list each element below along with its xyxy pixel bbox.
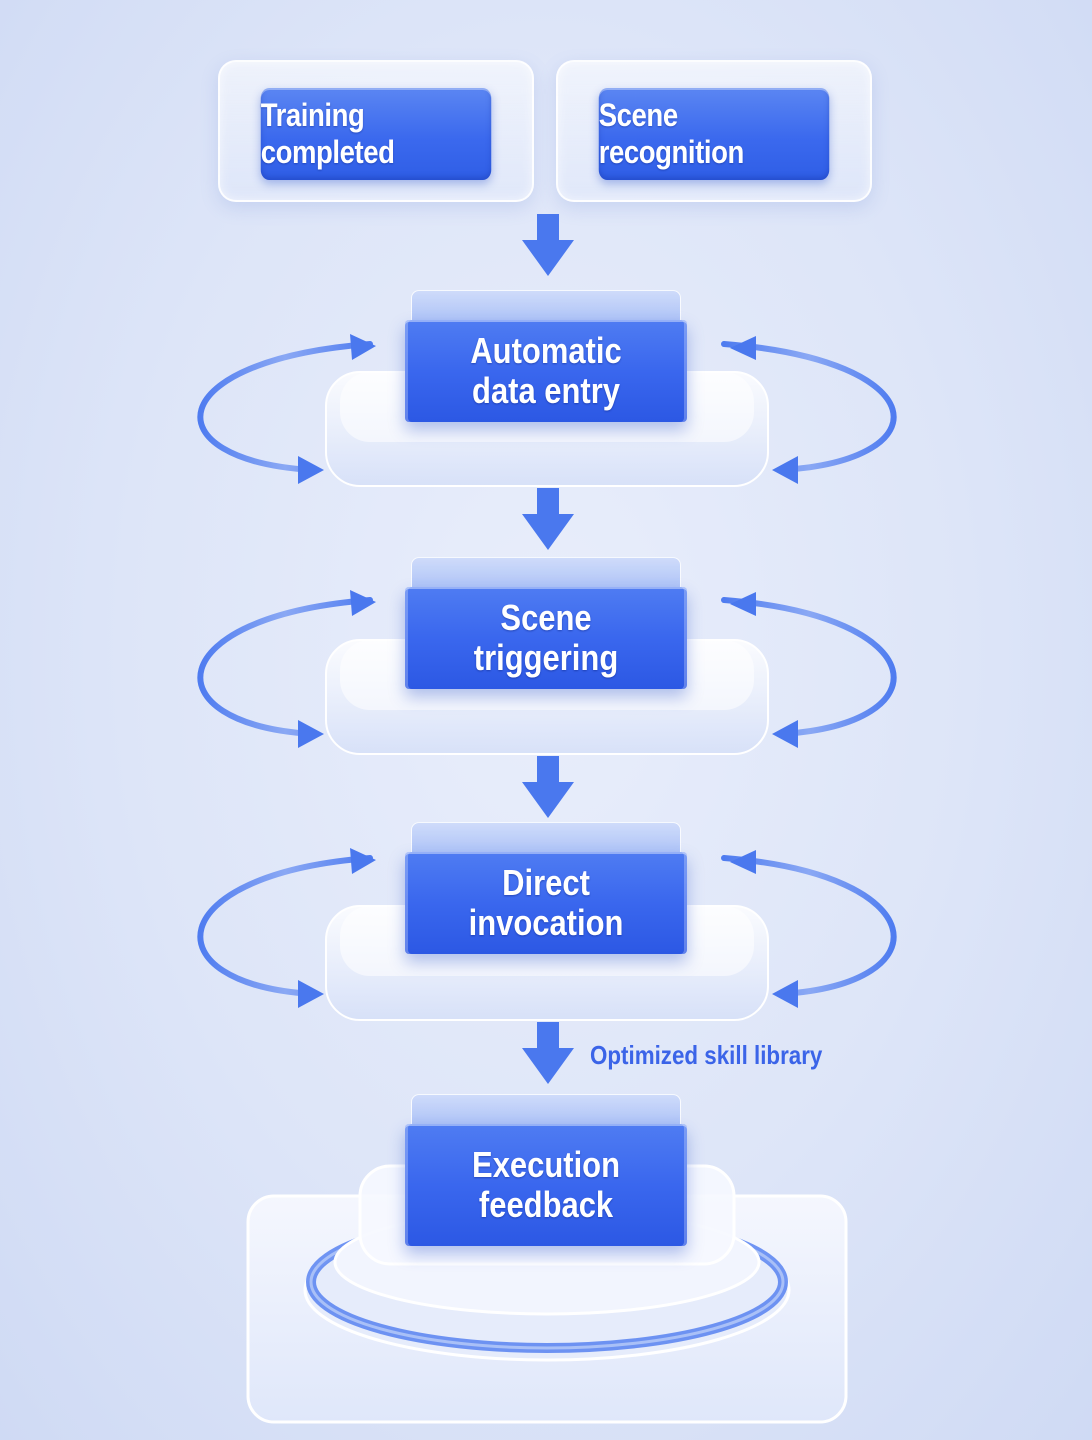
loop-arrows-stage-2	[197, 590, 897, 748]
down-arrow-2	[522, 488, 574, 550]
down-arrow-4	[522, 1022, 574, 1084]
input-box-training-completed: Training completed	[218, 60, 534, 202]
loop-arrows-stage-1	[197, 334, 897, 484]
input-label-scene-recognition: Scene recognition	[598, 88, 830, 180]
stage-1-line-2: data entry	[472, 370, 620, 411]
stage-3-line-1: Direct	[502, 862, 590, 903]
down-arrow-3	[522, 756, 574, 818]
stage-3-face: Direct invocation	[405, 852, 687, 954]
stage-1-line-1: Automatic	[470, 330, 622, 371]
stage-automatic-data-entry: Automatic data entry	[405, 290, 687, 422]
stage-2-line-2: triggering	[473, 637, 619, 678]
input-box-scene-recognition: Scene recognition	[556, 60, 872, 202]
stage-scene-triggering: Scene triggering	[405, 557, 687, 689]
down-arrow-1	[522, 214, 574, 276]
stage-2-face: Scene triggering	[405, 587, 687, 689]
stage-execution-feedback: Execution feedback	[405, 1094, 687, 1246]
optimized-skill-library-label: Optimized skill library	[590, 1040, 823, 1070]
stage-1-face: Automatic data entry	[405, 320, 687, 422]
stage-direct-invocation: Direct invocation	[405, 822, 687, 954]
stage-4-line-2: feedback	[478, 1184, 614, 1225]
stage-2-line-1: Scene	[500, 597, 592, 638]
stage-4-line-1: Execution	[472, 1144, 620, 1185]
input-label-training-completed: Training completed	[260, 88, 492, 180]
stage-3-line-2: invocation	[468, 902, 624, 943]
loop-arrows-stage-3	[197, 848, 897, 1008]
stage-4-face: Execution feedback	[405, 1124, 687, 1246]
